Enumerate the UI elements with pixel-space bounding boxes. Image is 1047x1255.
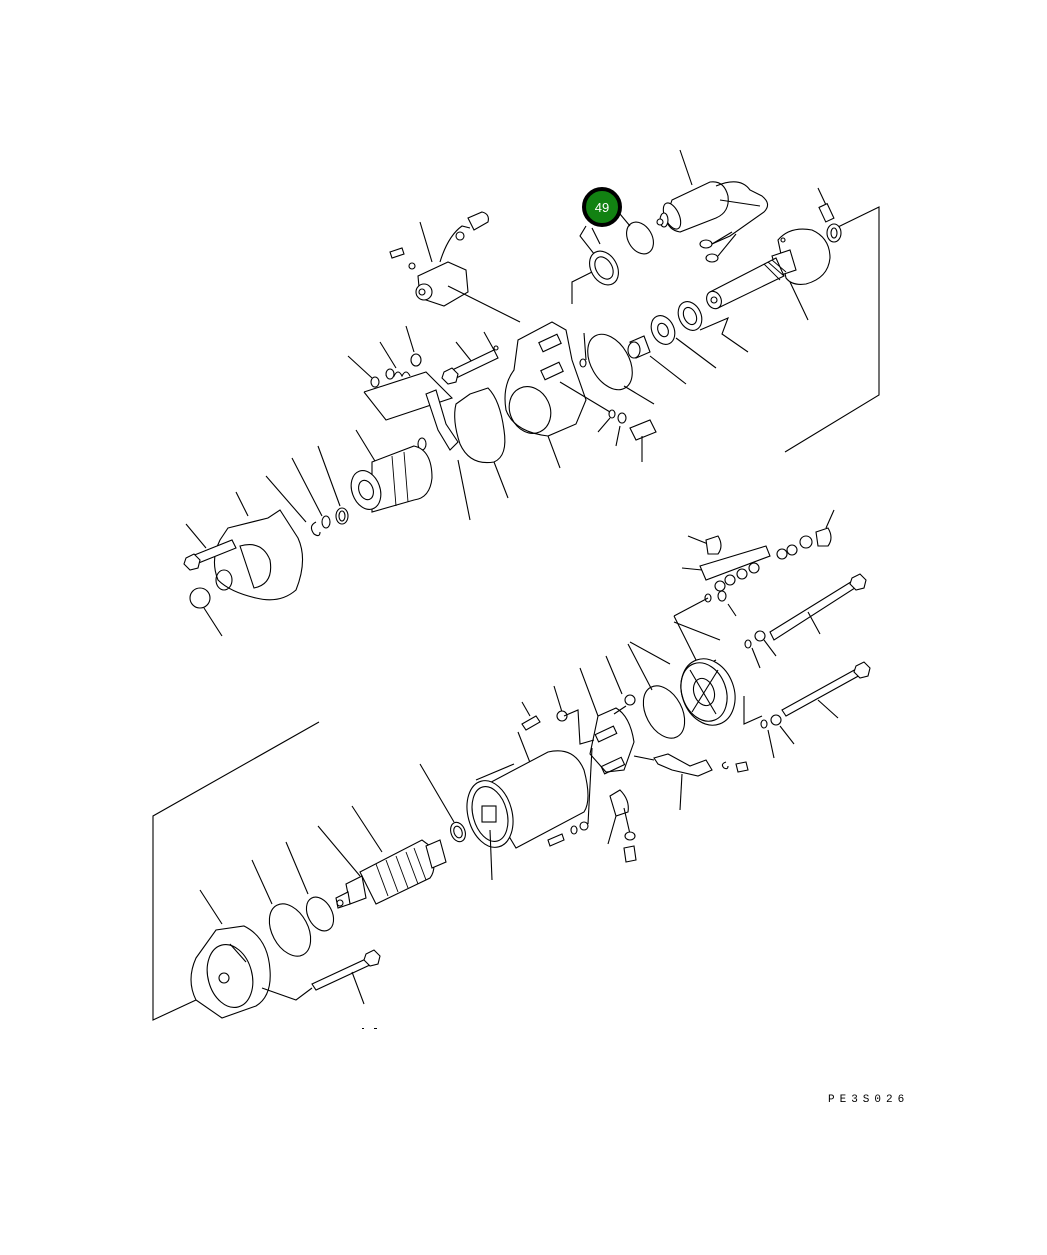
bearing-set[interactable] [627,298,749,385]
middle-group-frame [673,597,721,669]
relay-bracket[interactable] [389,211,521,323]
overrunning-clutch[interactable] [346,429,433,514]
stop-rings[interactable] [265,445,349,537]
lever-spring-set[interactable] [347,325,471,521]
o-ring-middle[interactable] [627,643,693,745]
upper-group-frame [784,206,880,453]
callout-49-label: 49 [595,200,609,215]
o-rings-lower[interactable] [251,841,339,963]
armature-bearing[interactable] [419,763,468,844]
through-bolt-lower[interactable] [261,949,381,1005]
drawing-code: PE3S026 [828,1094,910,1106]
rear-end-cover[interactable] [629,641,744,733]
brush-holder[interactable] [553,655,636,775]
part-49-cover[interactable] [571,213,659,304]
lower-group-frame [152,721,515,1029]
rear-bracket[interactable] [190,889,271,1019]
o-ring-large[interactable] [579,327,655,405]
callout-49[interactable]: 49 [582,187,622,227]
terminal-insulator-set[interactable] [681,509,835,617]
gasket[interactable] [454,387,509,499]
through-bolt-long-1[interactable] [744,573,867,669]
front-bracket[interactable] [183,491,304,637]
yoke-field-frame[interactable] [460,750,589,881]
brush-clip[interactable] [607,789,637,863]
through-bolt-long-2[interactable] [743,661,871,759]
through-bolt-center[interactable] [441,331,499,385]
terminal-nut[interactable] [817,187,842,243]
armature[interactable] [317,805,447,909]
pinion-shaft[interactable] [704,228,831,321]
connector-lead[interactable] [633,753,749,811]
gear-case-housing[interactable] [502,321,657,469]
magnetic-switch[interactable] [656,149,769,263]
